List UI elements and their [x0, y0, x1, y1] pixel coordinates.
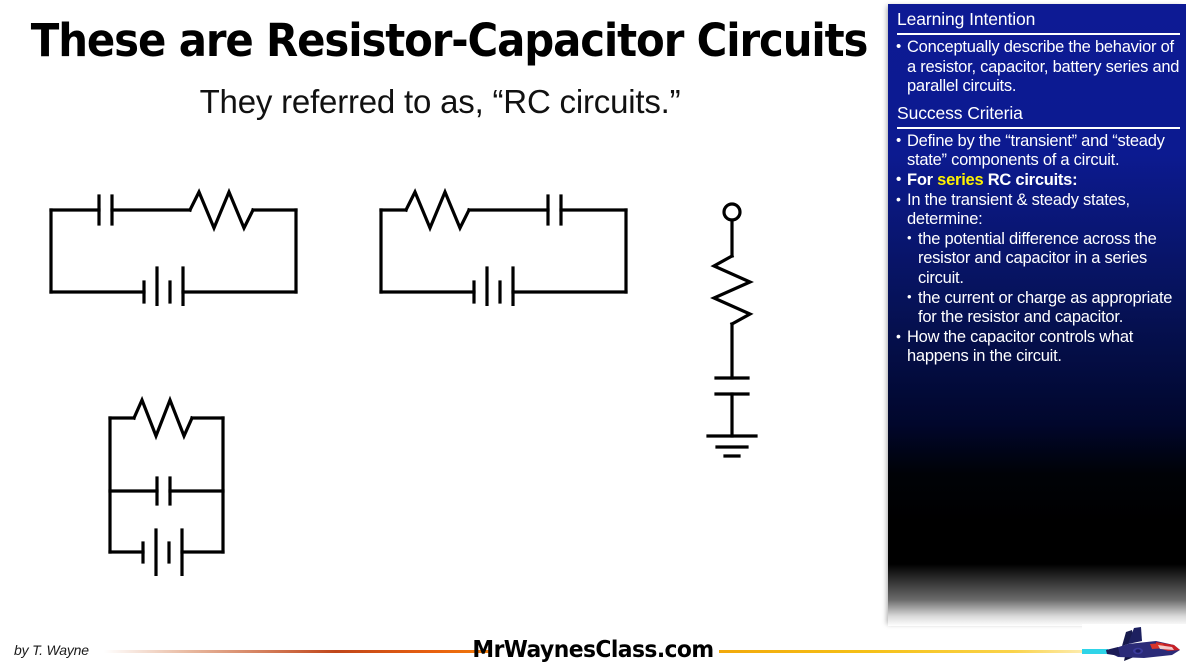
success-criteria-list: Define by the “transient” and “steady st… [896, 131, 1181, 191]
page-subtitle: They referred to as, “RC circuits.” [199, 83, 681, 120]
sub-item-label: In the transient & steady states, determ… [907, 190, 1130, 229]
series-highlight-text: series [937, 170, 984, 189]
series-rc-svg [379, 188, 628, 306]
terminal-node-circle [722, 202, 742, 222]
grounded-svg [706, 202, 758, 458]
list-item: Conceptually describe the behavior of a … [896, 37, 1181, 97]
list-item-series: For series RC circuits: [896, 170, 1181, 191]
parallel-svg [108, 395, 225, 576]
series-suffix-text: RC circuits: [983, 170, 1078, 189]
series-prefix-text: For [907, 170, 938, 189]
list-item: How the capacitor controls what happens … [896, 327, 1181, 367]
footer-rule-right [719, 650, 1139, 653]
circuit-diagram-series-resistor-capacitor [368, 188, 640, 306]
resistor-zigzag [710, 253, 754, 327]
resistor-zigzag [131, 395, 195, 441]
heading-divider-2 [897, 126, 1180, 129]
resistor-zigzag [403, 188, 472, 233]
list-item: the current or charge as appropriate for… [907, 287, 1181, 328]
objectives-panel: Learning Intention Conceptually describe… [888, 4, 1186, 626]
footer-site-link[interactable]: MrWaynesClass.com [472, 637, 714, 663]
success-criteria-sublist: In the transient & steady states, determ… [896, 190, 1181, 367]
rocket-logo [1082, 624, 1186, 667]
footer-author: by T. Wayne [14, 642, 89, 658]
list-item: Define by the “transient” and “steady st… [896, 131, 1181, 171]
heading-divider-1 [897, 33, 1180, 35]
success-criteria-heading: Success Criteria [897, 102, 1023, 123]
page-title: These are Resistor-Capacitor Circuits [30, 14, 869, 67]
list-item: In the transient & steady states, determ… [896, 190, 1181, 328]
resistor-zigzag [187, 188, 256, 233]
learning-intention-heading: Learning Intention [897, 9, 1036, 29]
list-item: the potential difference across the resi… [907, 228, 1181, 289]
circuit-diagram-grounded-rc-branch [688, 198, 778, 460]
success-criteria-subsublist: the potential difference across the resi… [907, 228, 1181, 328]
rocket-logo-svg [1082, 624, 1186, 667]
footer-rule-left [104, 650, 490, 653]
series-cr-svg [49, 188, 298, 306]
circuit-diagram-parallel-rc-battery [95, 388, 255, 576]
circuit-diagram-series-capacitor-resistor [38, 188, 310, 306]
learning-intention-list: Conceptually describe the behavior of a … [896, 37, 1181, 97]
